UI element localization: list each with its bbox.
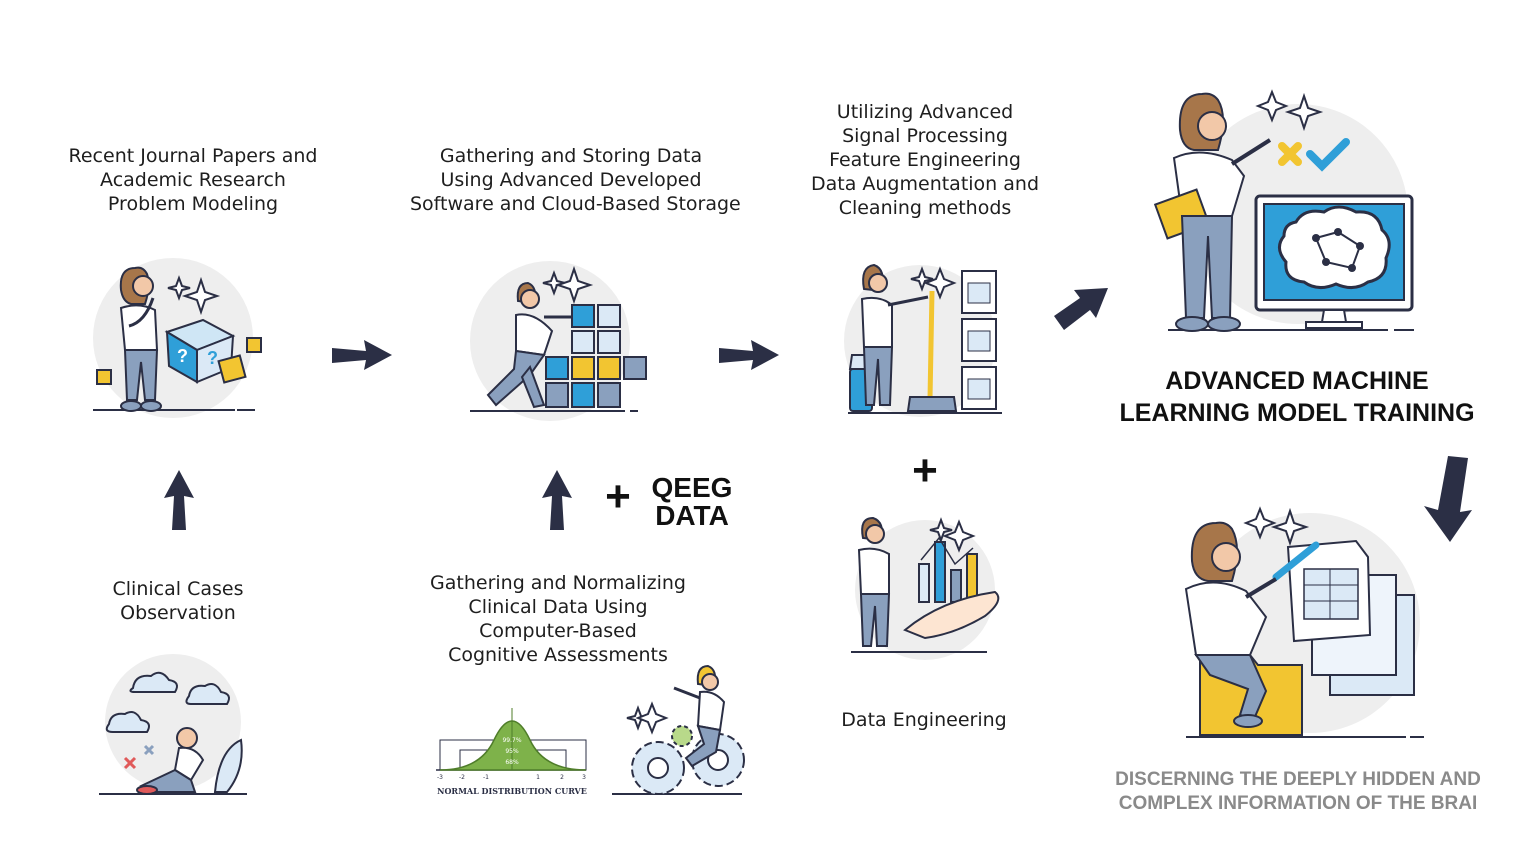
discerning-heading: DISCERNING THE DEEPLY HIDDEN AND COMPLEX…: [1115, 769, 1481, 814]
arrow-up-normalizing: [542, 470, 572, 530]
caption-clinical: Clinical Cases Observation: [112, 578, 244, 624]
arrow-up-clinical: [164, 470, 194, 530]
caption-normalizing: Gathering and Normalizing Clinical Data …: [430, 572, 686, 666]
tick-label: -3: [437, 774, 443, 781]
tick-label: -1: [483, 774, 489, 781]
sparkle-icon: [167, 275, 191, 301]
data-blocks: [545, 304, 647, 408]
illustration-clinical: [99, 654, 247, 795]
training-heading: ADVANCED MACHINE LEARNING MODEL TRAINING: [1119, 367, 1475, 427]
arrow-right-2: [719, 340, 779, 370]
person-worried: [136, 727, 205, 795]
sparkle-icon: [1284, 92, 1324, 132]
arrow-diagonal-up: [1054, 288, 1108, 330]
normal-distribution-chart: 99.7% 95% 68% -3 -2 -1 1 2 3 NORMAL DIST…: [436, 708, 587, 796]
illustration-gears: [612, 664, 745, 795]
plus-sign-qeeg: +: [605, 472, 631, 521]
person-pushing: [486, 281, 572, 409]
mop-icon: [906, 290, 958, 412]
caption-data-engineering: Data Engineering: [841, 709, 1007, 731]
tick-label: -2: [459, 774, 465, 781]
arrow-right-1: [332, 340, 392, 370]
thinking-person: [119, 266, 162, 412]
document-stack-icon: [1286, 539, 1415, 696]
cross-icon: [1278, 142, 1302, 166]
sparkle-icon: [1255, 89, 1289, 123]
qeeg-data-label: QEEG DATA: [651, 472, 733, 531]
tick-label: 3: [582, 774, 586, 781]
cloud-icon: [105, 671, 230, 733]
pen-icon: [1272, 541, 1320, 581]
pct-label: 99.7%: [502, 737, 521, 744]
person-sitting: [673, 664, 726, 768]
arrow-down-discerning: [1424, 456, 1472, 542]
pct-label: 95%: [505, 748, 519, 755]
pct-label: 68%: [505, 759, 519, 766]
illustration-data-engineering: [851, 516, 1000, 660]
illustration-ml-training: [1153, 89, 1414, 332]
person-cleaning: [860, 263, 929, 406]
tick-label: 2: [560, 774, 564, 781]
question-cube-icon: ? ?: [164, 318, 236, 384]
bar-chart-icon: [918, 536, 978, 603]
illustration-research: ? ?: [93, 258, 262, 418]
svg-text:?: ?: [177, 346, 188, 366]
document-stack-icon: [961, 270, 997, 410]
illustration-cleaning: [844, 263, 1002, 417]
hand-icon: [903, 590, 1000, 640]
person-reviewing: [1184, 521, 1278, 728]
tick-label: 1: [536, 774, 540, 781]
plant-icon: [213, 738, 243, 793]
sparkle-icon: [181, 276, 221, 316]
caption-research: Recent Journal Papers and Academic Resea…: [68, 145, 318, 215]
svg-text:?: ?: [207, 348, 218, 368]
curve-caption: NORMAL DISTRIBUTION CURVE: [437, 786, 587, 796]
brain-icon: [1278, 205, 1391, 289]
person-looking: [857, 516, 891, 647]
caption-storage: Gathering and Storing Data Using Advance…: [410, 145, 741, 215]
illustration-storage: [470, 261, 647, 421]
check-icon: [1306, 138, 1350, 172]
plus-sign-engineering: +: [912, 446, 938, 495]
caption-signal-processing: Utilizing Advanced Signal Processing Fea…: [810, 101, 1040, 219]
person-training: [1153, 92, 1272, 332]
illustration-discerning: [1184, 506, 1424, 738]
